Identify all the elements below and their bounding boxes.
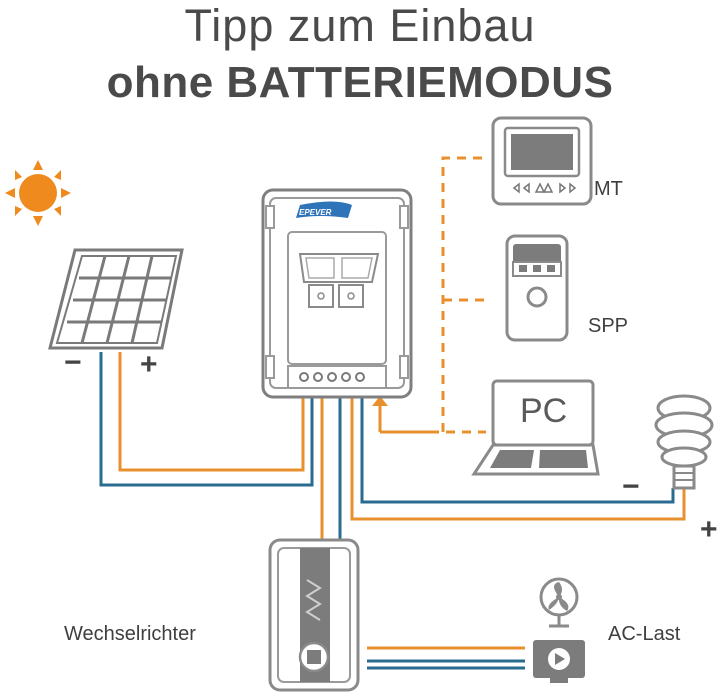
title-line-2: ohne BATTERIEMODUS (106, 58, 614, 107)
light-bulb-icon (654, 394, 714, 490)
pv-plus-sign: + (140, 348, 158, 381)
mt-display-icon (491, 116, 593, 206)
spp-device-icon (505, 234, 569, 342)
comm-arrow-icon (372, 396, 388, 406)
load-minus-sign: − (622, 470, 640, 503)
inverter-label: Wechselrichter (64, 623, 196, 645)
wires (99, 156, 686, 670)
pv-minus-sign: − (64, 346, 82, 379)
brand-label: EPEVER (299, 208, 332, 217)
solar-panel-icon (48, 248, 184, 350)
pv-minus-wire (99, 352, 314, 487)
ac-load-label: AC-Last (608, 623, 681, 645)
sun-icon (5, 160, 71, 226)
monitor-icon (533, 640, 585, 683)
load-plus-wire (350, 397, 686, 521)
laptop-pc-icon (471, 379, 600, 476)
fan-icon (539, 577, 579, 628)
spp-label: SPP (588, 315, 629, 337)
charge-controller-icon (261, 188, 413, 399)
load-minus-wire (360, 397, 675, 504)
load-plus-sign: + (700, 513, 718, 546)
comm-wire-mt (441, 156, 483, 432)
pc-screen-label: PC (520, 392, 568, 430)
mt-label: MT (594, 178, 623, 200)
inverter-icon (268, 538, 360, 692)
title-line-1: Tipp zum Einbau (184, 0, 536, 51)
pv-plus-wire (118, 352, 305, 472)
